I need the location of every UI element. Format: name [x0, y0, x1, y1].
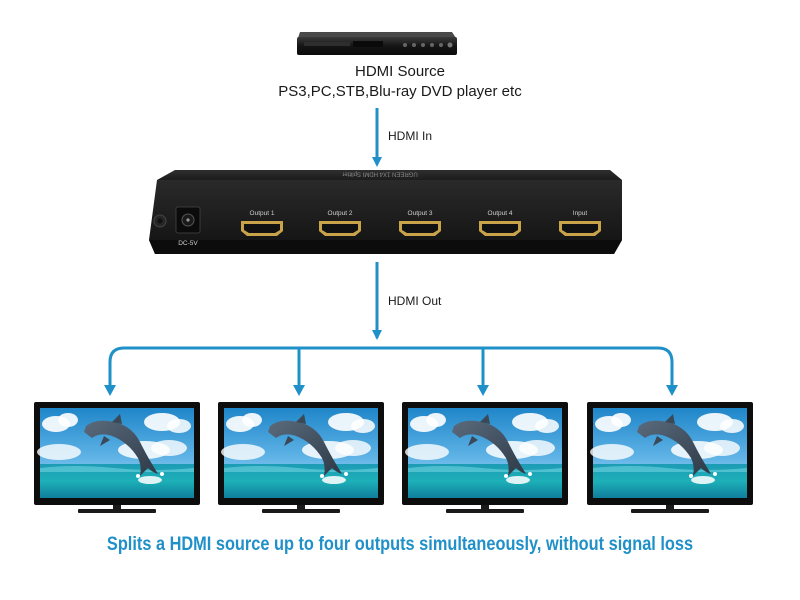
hdmi-splitter-device: UGREEN 1X4 HDMI Splitter DC-5V Output 1 … — [149, 170, 622, 254]
hdmi-in-label: HDMI In — [388, 129, 433, 143]
source-title: HDMI Source — [354, 63, 446, 80]
port-label-output-2: Output 2 — [328, 210, 353, 217]
splitter-brand-text: UGREEN 1X4 HDMI Splitter — [342, 171, 417, 177]
display-1-icon — [34, 402, 200, 513]
port-label-output-1: Output 1 — [250, 210, 275, 217]
display-3-icon — [402, 402, 568, 513]
display-2-icon — [218, 402, 384, 513]
arrowhead-4 — [666, 385, 678, 396]
arrowhead-2 — [293, 385, 305, 396]
arrowhead-3 — [477, 385, 489, 396]
caption: Splits a HDMI source up to four outputs … — [106, 534, 694, 555]
dvd-player-icon — [297, 32, 457, 55]
display-4-icon — [587, 402, 753, 513]
port-label-output-4: Output 4 — [488, 210, 513, 217]
hdmi-out-label: HDMI Out — [388, 294, 442, 308]
port-label-output-3: Output 3 — [408, 210, 433, 217]
distribution-bracket — [108, 346, 674, 388]
source-subtitle: PS3,PC,STB,Blu-ray DVD player etc — [278, 83, 522, 100]
power-label: DC-5V — [178, 240, 198, 247]
port-label-input: Input — [573, 210, 588, 217]
arrowhead-1 — [104, 385, 116, 396]
